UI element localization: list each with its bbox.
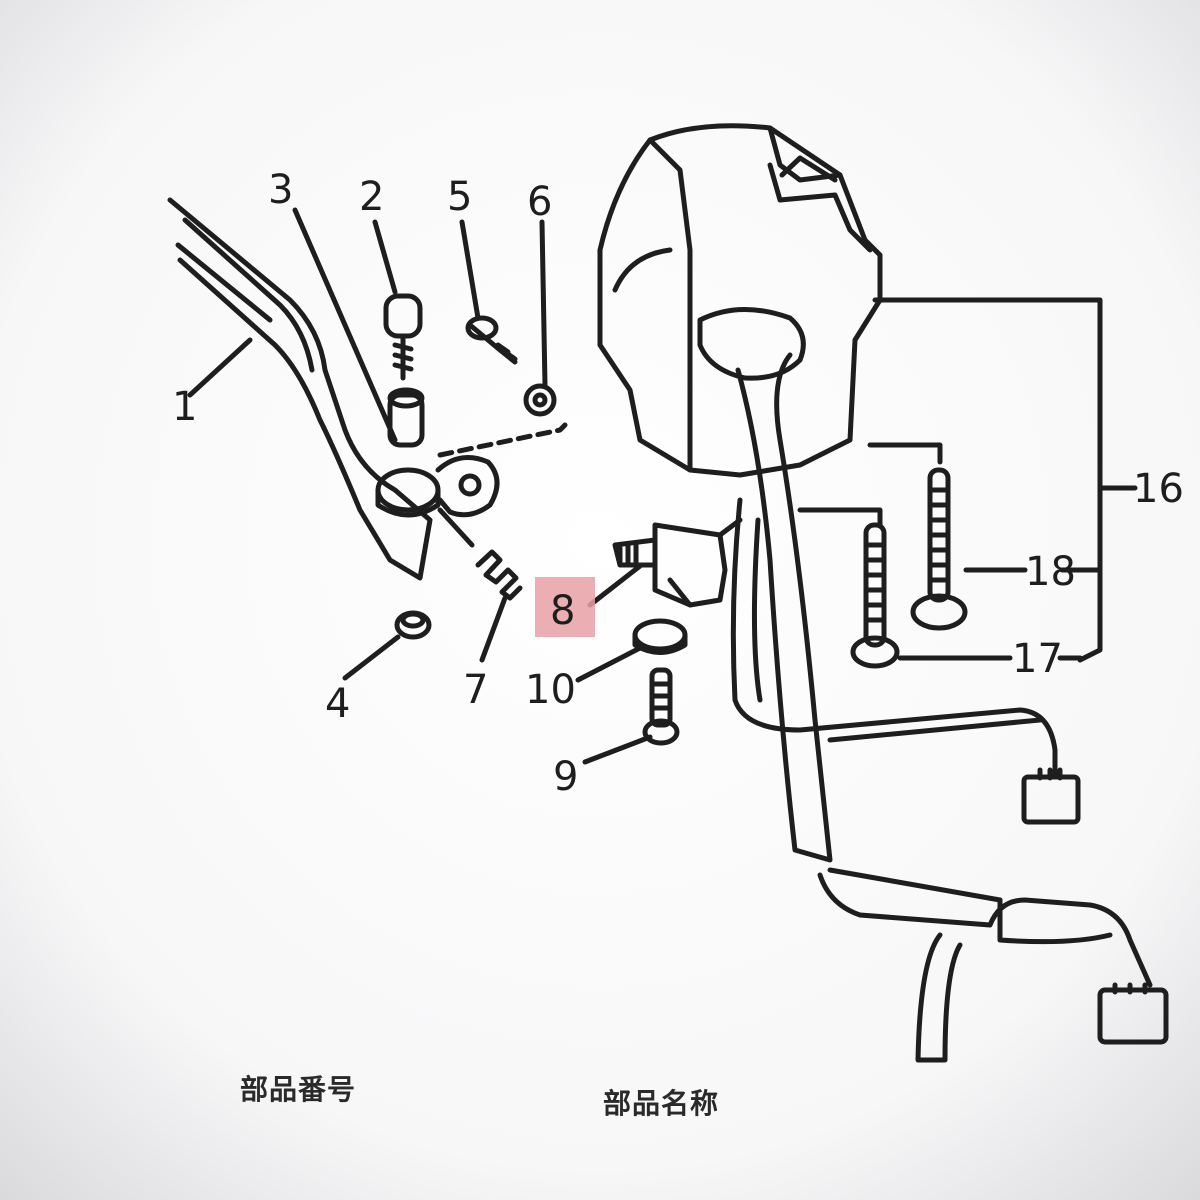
- leader-bracket-17-top: [797, 507, 883, 528]
- leader-bracket-18-top: [867, 442, 943, 465]
- leader-line-8: [587, 563, 643, 608]
- leader-line-4: [342, 634, 401, 681]
- pivot-collar: [387, 387, 425, 448]
- callout-16: 16: [1133, 466, 1184, 512]
- callout-18: 18: [1025, 549, 1076, 595]
- callout-8: 8: [550, 588, 575, 634]
- return-spring: [475, 549, 523, 601]
- leader-line-7: [479, 595, 508, 663]
- callout-2: 2: [359, 174, 384, 220]
- leader-line-10: [575, 645, 643, 683]
- washer: [632, 618, 688, 655]
- part-number-label: 部品番号: [240, 1073, 357, 1106]
- callout-7: 7: [463, 667, 488, 713]
- callout-4: 4: [325, 681, 350, 727]
- leader-line-3: [292, 207, 398, 443]
- callout-1: 1: [172, 384, 197, 430]
- handlebar-switch-housing: [597, 123, 883, 478]
- lock-nut: [394, 610, 432, 640]
- connector-large: [1097, 987, 1169, 1045]
- leader-line-1: [187, 337, 253, 398]
- lever-boss: [375, 467, 441, 518]
- highlight-box-8: [535, 577, 595, 637]
- mounting-screw: [642, 667, 680, 746]
- clutch-lever: [167, 197, 433, 581]
- callout-17: 17: [1012, 636, 1063, 682]
- callout-5: 5: [447, 174, 472, 220]
- leader-line-9: [582, 734, 653, 765]
- clutch-switch: [612, 517, 743, 608]
- part-name-label: 部品名称: [603, 1087, 720, 1120]
- switch-bracket: [435, 455, 500, 548]
- small-screw: [465, 315, 518, 365]
- long-screw-17: [850, 522, 900, 669]
- callout-6: 6: [527, 179, 552, 225]
- callout-3: 3: [268, 167, 293, 213]
- callout-10: 10: [525, 667, 576, 713]
- hex-nut: [523, 383, 557, 417]
- callout-9: 9: [553, 754, 578, 800]
- leader-bracket-16: [872, 297, 1138, 491]
- leader-line-5: [459, 219, 481, 321]
- leader-line-2: [372, 219, 398, 295]
- long-screw-18: [910, 467, 968, 631]
- pivot-bolt: [383, 293, 423, 381]
- wiring-harness: [730, 352, 1169, 1063]
- leader-line-6: [539, 219, 548, 388]
- alignment-dash-line: [437, 422, 568, 458]
